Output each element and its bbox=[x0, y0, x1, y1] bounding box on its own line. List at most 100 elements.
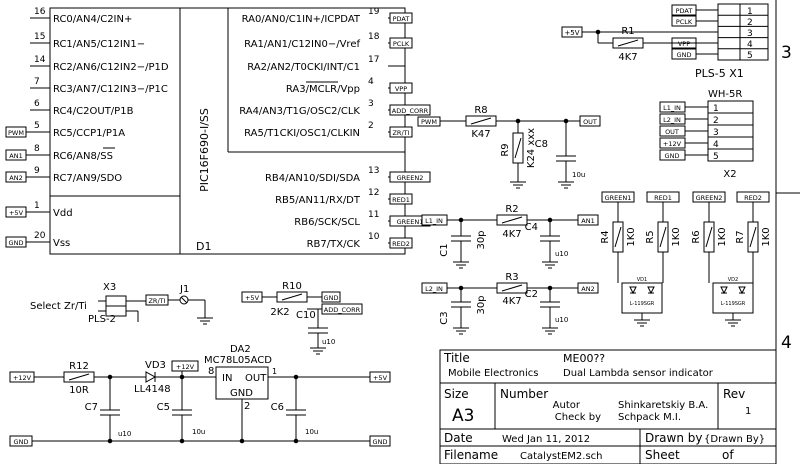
ic-ref: D1 bbox=[196, 240, 211, 253]
x1-pin-number: 4 bbox=[747, 40, 753, 50]
ic-left-pin-name: RC6/AN8/SS bbox=[53, 151, 113, 162]
ic-right-net-label: RED2 bbox=[392, 240, 410, 248]
sheet-label: Sheet bbox=[645, 448, 680, 462]
ic-part-name: PIC16F690-I/SS bbox=[198, 108, 211, 192]
plus5-tag-x1: +5V bbox=[564, 29, 579, 37]
x3-label: Select Zr/Ti bbox=[30, 301, 87, 312]
x2-pin-number: 5 bbox=[713, 152, 719, 162]
led-resistor-mark bbox=[659, 226, 667, 248]
ic-left-pin-name: RC4/C2OUT/P1B bbox=[53, 106, 134, 117]
ic-left-net-label: +5V bbox=[9, 209, 24, 217]
ic-left-pin-number: 14 bbox=[34, 55, 46, 65]
x2-net-label: L2_IN bbox=[663, 116, 681, 124]
vd1-part: L-119SGR bbox=[630, 301, 655, 307]
da2-out: OUT bbox=[245, 373, 267, 384]
led-packages: VD1 L-119SGR VD2 L-119SGR bbox=[621, 277, 754, 320]
c2-ref: C2 bbox=[525, 289, 538, 300]
r2-c1-c4-circuit: L1_IN R2 4K7 AN1 C1 30p C4 u10 bbox=[421, 204, 599, 262]
ground-symbols bbox=[197, 181, 741, 355]
led-resistor-value: 1K0 bbox=[671, 227, 682, 246]
r8-r9-c8-circuit: PWM R8 K47 OUT R9 K24 xxx C8 10u bbox=[417, 105, 601, 182]
c4-value: u10 bbox=[555, 250, 568, 258]
c8-value: 10u bbox=[572, 171, 585, 179]
ic-right-net-tag bbox=[389, 126, 413, 138]
ic-right-net-label: RED1 bbox=[392, 196, 410, 204]
x1-title: PLS-5 X1 bbox=[695, 67, 744, 80]
date-value: Wed Jan 11, 2012 bbox=[502, 434, 590, 445]
c7-value: u10 bbox=[118, 430, 131, 438]
of-label: of bbox=[722, 448, 734, 462]
autor-value: Shinkaretskiy B.A. bbox=[618, 400, 708, 411]
x1-pin-number: 2 bbox=[747, 18, 753, 28]
c4-ref: C4 bbox=[525, 222, 538, 233]
led-resistor-value: 1K0 bbox=[717, 227, 728, 246]
x2-net-label: GND bbox=[665, 152, 680, 160]
c2-value: u10 bbox=[555, 316, 568, 324]
r10-ref: R10 bbox=[282, 281, 302, 292]
check-value: Schpack M.I. bbox=[618, 412, 681, 423]
led-resistor-value: 1K0 bbox=[626, 227, 637, 246]
rev-value: 1 bbox=[745, 406, 751, 417]
ic-right-net-label: GREEN2 bbox=[397, 174, 424, 182]
ic-right-pin-name: RA4/AN3/T1G/OSC2/CLK bbox=[239, 106, 360, 117]
ic-left-pin-number: 20 bbox=[34, 231, 46, 241]
ic-left-pin-number: 6 bbox=[34, 99, 40, 109]
x1-pin-number: 5 bbox=[747, 51, 753, 61]
x2-net-label: OUT bbox=[665, 128, 679, 136]
ic-right-pin-name: RB5/AN11/RX/DT bbox=[275, 195, 361, 206]
ic-right-pin-name: RB4/AN10/SDI/SDA bbox=[265, 173, 360, 184]
led-resistor-value: 1K0 bbox=[761, 227, 772, 246]
vd3-part: LL4148 bbox=[134, 384, 171, 395]
ic-right-pin-number: 12 bbox=[368, 188, 379, 198]
ic-right-net-label: PCLK bbox=[393, 40, 410, 48]
c7-ref: C7 bbox=[85, 402, 98, 413]
filename-value: CatalystEM2.sch bbox=[520, 451, 603, 462]
r3-ref: R3 bbox=[505, 272, 518, 283]
x1-pin-number: 3 bbox=[747, 29, 753, 39]
ic-left-pin-name: RC3/AN7/C12IN3−/P1C bbox=[53, 84, 168, 95]
x2-title: WH-5R bbox=[708, 89, 742, 100]
gnd-tag-r10: GND bbox=[324, 294, 339, 302]
drawn-label: Drawn by bbox=[645, 431, 702, 445]
ic-left-net-label: AN1 bbox=[9, 152, 22, 160]
ic-right-pin-number: 10 bbox=[368, 232, 380, 242]
x2-pin-number: 2 bbox=[713, 116, 719, 126]
ic-left-net-label: AN2 bbox=[9, 174, 22, 182]
vd2-ref: VD2 bbox=[728, 277, 738, 283]
filename-label: Filename bbox=[444, 448, 498, 462]
check-label: Check by bbox=[555, 412, 601, 423]
led-net-label: GREEN1 bbox=[605, 194, 632, 202]
vd3-ref: VD3 bbox=[145, 360, 166, 371]
x2-net-label: L1_IN bbox=[663, 104, 681, 112]
x1-net-label: VPP bbox=[678, 40, 690, 48]
da2-pin1: 1 bbox=[272, 367, 277, 376]
led-resistor-ref: R5 bbox=[645, 230, 656, 243]
add-corr-tag-r10: ADD_CORR bbox=[324, 306, 361, 314]
ic-left-pin-number: 7 bbox=[34, 77, 40, 87]
ic-right-pin-number: 2 bbox=[368, 121, 374, 131]
r10-value: 2K2 bbox=[270, 307, 289, 318]
ic-left-pin-number: 9 bbox=[34, 166, 40, 176]
zone-label-3: 3 bbox=[781, 43, 792, 63]
ic-left-pin-name: RC7/AN9/SDO bbox=[53, 173, 122, 184]
ic-left-pin-number: 15 bbox=[34, 32, 45, 42]
ic-right-net-tag bbox=[389, 82, 413, 94]
led-resistor-mark bbox=[614, 226, 622, 248]
out-tag-r8: OUT bbox=[583, 118, 597, 126]
r1-ref: R1 bbox=[621, 26, 634, 37]
da2-pin8: 8 bbox=[208, 366, 214, 377]
ic-left-net-label: PWM bbox=[8, 129, 24, 137]
ic-right-net-tag bbox=[389, 171, 431, 183]
led-resistor-ref: R7 bbox=[735, 230, 746, 243]
x2-net-label: +12V bbox=[663, 140, 682, 148]
ic-right-net-label: PDAT bbox=[393, 15, 410, 23]
led-net-label: GREEN2 bbox=[696, 194, 723, 202]
ic-left-pin-name: RC0/AN4/C2IN+ bbox=[53, 14, 132, 25]
plus12-tag: +12V bbox=[13, 374, 32, 382]
led-resistor-ref: R6 bbox=[691, 230, 702, 243]
ic-right-pin-number: 19 bbox=[368, 7, 380, 17]
l1-in-tag: L1_IN bbox=[425, 217, 443, 225]
ic-right-pin-name: RA1/AN1/C12IN0−/Vref bbox=[244, 39, 360, 50]
vd1-ref: VD1 bbox=[637, 277, 647, 283]
